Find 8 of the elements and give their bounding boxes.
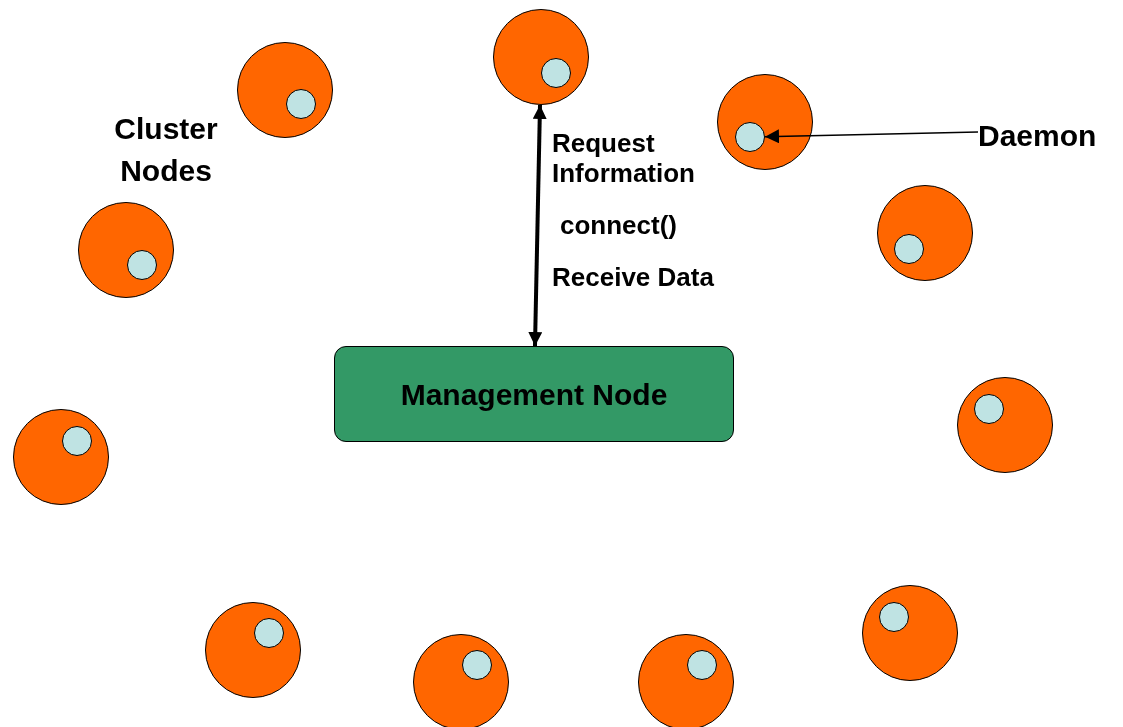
double-arrow (528, 104, 547, 347)
leader-line (764, 129, 979, 144)
message-label: Request Information (552, 128, 696, 188)
node-title: Management Node (400, 376, 668, 413)
management-node-box (334, 346, 734, 442)
message-label: Receive Data (552, 262, 715, 292)
callout-text: Daemon (978, 118, 1097, 154)
group-label: Cluster Nodes (113, 111, 219, 189)
